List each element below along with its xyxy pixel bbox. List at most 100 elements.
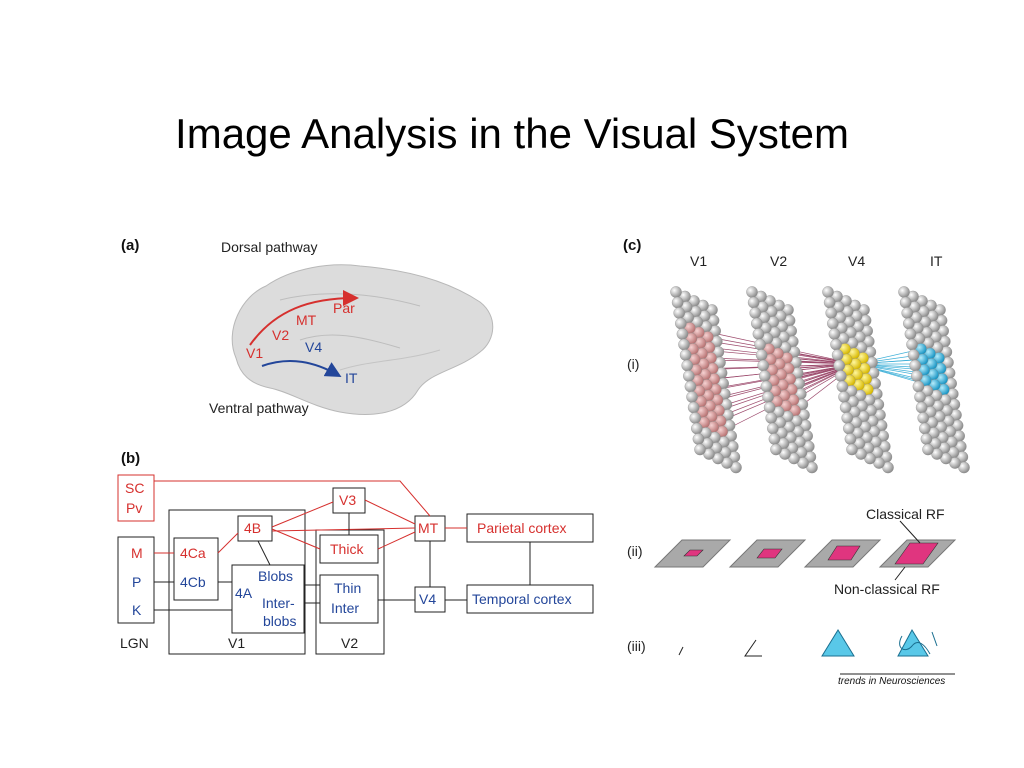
- lgn-label: LGN: [120, 635, 149, 651]
- neuron-sphere: [919, 422, 931, 435]
- neuron-sphere: [670, 286, 682, 298]
- neuron-sphere: [901, 307, 913, 319]
- neuron-grid-v4: [822, 286, 894, 474]
- k-label: K: [132, 602, 142, 618]
- p-label: P: [132, 574, 141, 590]
- neuron-sphere: [676, 328, 689, 340]
- v2-region-label: V2: [341, 635, 358, 651]
- m-label: M: [131, 545, 143, 561]
- neuron-sphere: [678, 338, 690, 351]
- neuron-grid-v2: [746, 286, 818, 474]
- column-label-v2: V2: [770, 253, 787, 269]
- neuron-sphere: [767, 422, 779, 435]
- neuron-sphere: [911, 370, 923, 382]
- v1-region-label: V1: [228, 635, 245, 651]
- v3-label: V3: [339, 492, 356, 508]
- neuron-sphere: [751, 317, 763, 330]
- neuron-sphere: [822, 286, 834, 298]
- feature-triangle: [821, 629, 855, 657]
- neuron-sphere: [922, 443, 934, 456]
- neuron-sphere: [763, 401, 776, 414]
- area-v4-label: V4: [305, 339, 322, 355]
- panel-b-label: (b): [121, 450, 140, 467]
- neuron-sphere: [909, 359, 921, 372]
- neuron-sphere: [844, 433, 857, 445]
- area-v2-label: V2: [272, 327, 289, 343]
- neuron-sphere: [687, 401, 700, 414]
- neuron-sphere: [843, 422, 855, 435]
- neuron-sphere: [830, 338, 842, 351]
- neuron-sphere: [768, 433, 781, 445]
- receptive-field-v2: [728, 539, 807, 568]
- neuron-sphere: [833, 359, 845, 372]
- sc-label: SC: [125, 480, 144, 496]
- neuron-sphere: [689, 412, 701, 424]
- pv-label: Pv: [126, 500, 142, 516]
- neuron-sphere: [762, 391, 774, 403]
- ventral-pathway-label: Ventral pathway: [209, 400, 309, 416]
- temporal-cortex-label: Temporal cortex: [472, 591, 572, 607]
- interblobs-label-2: blobs: [263, 613, 296, 629]
- neuron-sphere: [675, 317, 687, 330]
- panel-a: (a) Dorsal pathway V1 V2 MT Par V4 IT Ve…: [121, 237, 494, 416]
- neuron-sphere: [912, 380, 925, 393]
- panel-b: (b): [117, 450, 594, 655]
- neuron-sphere: [904, 328, 917, 340]
- column-label-v4: V4: [848, 253, 865, 269]
- layer-4ca-label: 4Ca: [180, 545, 206, 561]
- neuron-sphere: [906, 338, 918, 351]
- layer-4b-label: 4B: [244, 520, 261, 536]
- neuron-grid-v1: [670, 286, 742, 474]
- neuron-sphere: [747, 296, 760, 309]
- feature-complex-shape: [897, 628, 938, 657]
- neuron-sphere: [770, 443, 782, 456]
- neuron-sphere: [759, 370, 771, 382]
- neuron-sphere: [825, 307, 837, 319]
- area-par-label: Par: [333, 300, 355, 316]
- neuron-sphere: [681, 359, 693, 372]
- neuron-sphere: [836, 380, 849, 393]
- interblobs-label-1: Inter-: [262, 595, 295, 611]
- neuron-sphere: [827, 317, 839, 330]
- receptive-field-it: [878, 539, 957, 568]
- neuron-sphere: [760, 380, 773, 393]
- slide-title: Image Analysis in the Visual System: [175, 110, 849, 157]
- feature-line-segment: [678, 646, 684, 656]
- panel-a-label: (a): [121, 237, 139, 254]
- layer-4cb-label: 4Cb: [180, 574, 206, 590]
- parietal-cortex-label: Parietal cortex: [477, 520, 566, 536]
- neuron-sphere: [841, 412, 853, 424]
- neuron-sphere: [683, 370, 695, 382]
- neuron-sphere: [917, 412, 929, 424]
- neuron-sphere: [846, 443, 858, 456]
- neuron-sphere: [823, 296, 836, 309]
- neuron-sphere: [835, 370, 847, 382]
- dorsal-pathway-label: Dorsal pathway: [221, 239, 318, 255]
- neuron-sphere: [673, 307, 685, 319]
- neuron-sphere: [838, 391, 850, 403]
- neuron-sphere: [828, 328, 841, 340]
- neuron-sphere: [694, 443, 706, 456]
- area-mt-label: MT: [296, 312, 317, 328]
- neuron-sphere: [839, 401, 852, 414]
- receptive-field-v4: [803, 539, 882, 568]
- thick-label: Thick: [330, 541, 364, 557]
- mt-label: MT: [418, 520, 439, 536]
- neuron-sphere: [914, 391, 926, 403]
- brain-illustration: [231, 264, 494, 415]
- neuron-sphere: [746, 286, 758, 298]
- neuron-sphere: [679, 349, 692, 361]
- area-it-label: IT: [345, 370, 358, 386]
- neuron-sphere: [755, 349, 768, 361]
- thin-label: Thin: [334, 580, 361, 596]
- nonclassical-rf-label: Non-classical RF: [834, 581, 940, 597]
- layer-4a-label: 4A: [235, 585, 253, 601]
- neuron-sphere: [899, 296, 912, 309]
- blobs-label: Blobs: [258, 568, 293, 584]
- neuron-sphere: [903, 317, 915, 330]
- row-label-ii: (ii): [627, 543, 643, 559]
- neuron-grid-it: [898, 286, 970, 474]
- neuron-sphere: [749, 307, 761, 319]
- inter-label: Inter: [331, 600, 359, 616]
